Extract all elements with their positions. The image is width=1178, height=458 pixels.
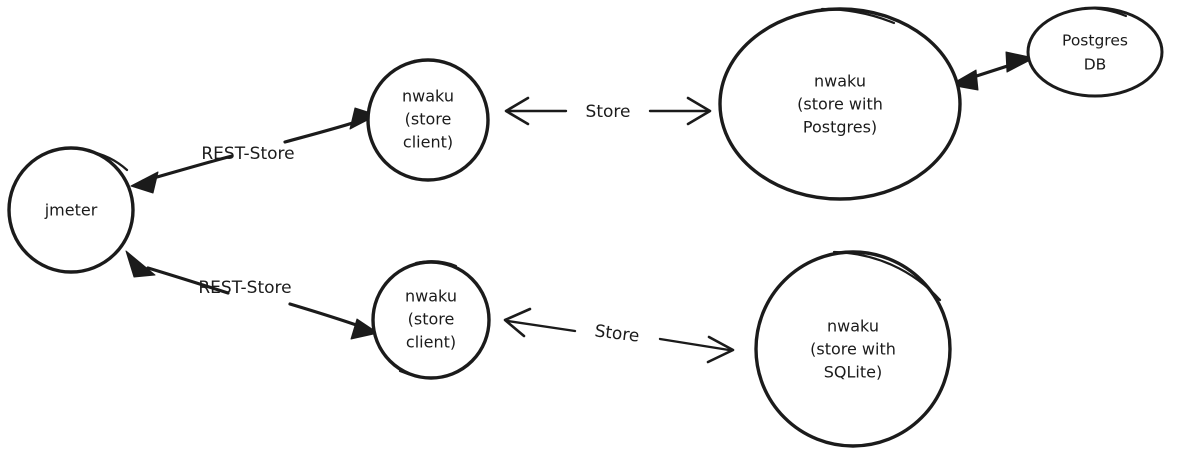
node-nwaku-sqlite-label-line-3: SQLite) bbox=[824, 363, 882, 382]
node-jmeter-sketch-overlap bbox=[86, 149, 129, 172]
edge-rest-store-top-left-arrowhead bbox=[130, 171, 159, 194]
node-nwaku-sqlite[interactable]: nwaku (store with SQLite) bbox=[754, 250, 952, 448]
node-nwaku-sqlite-label-line-2: (store with bbox=[810, 340, 896, 359]
edge-store-top[interactable]: Store bbox=[504, 96, 712, 126]
edge-store-bottom[interactable]: Store bbox=[503, 307, 735, 364]
node-nwaku-sqlite-label-line-1: nwaku bbox=[827, 317, 879, 336]
node-store-client-bottom-sketch-overlap-bottom bbox=[398, 369, 445, 379]
node-nwaku-postgres-label-line-3: Postgres) bbox=[803, 118, 877, 137]
node-store-client-bottom-sketch-overlap-top bbox=[414, 260, 458, 268]
node-store-client-top-label-line-1: nwaku bbox=[402, 87, 454, 106]
edge-rest-store-bottom-right-arrowhead bbox=[350, 318, 379, 340]
edge-store-bottom-left-stroke bbox=[506, 319, 577, 333]
node-nwaku-sqlite-shape bbox=[754, 250, 952, 448]
node-nwaku-postgres[interactable]: nwaku (store with Postgres) bbox=[718, 7, 962, 201]
node-nwaku-postgres-label-line-2: (store with bbox=[797, 95, 883, 114]
edge-rest-store-top[interactable]: REST-Store bbox=[130, 107, 378, 194]
node-nwaku-postgres-sketch-overlap bbox=[820, 7, 896, 25]
edge-rest-store-bottom-right-stroke bbox=[288, 302, 364, 329]
edge-label-store-bottom: Store bbox=[593, 321, 640, 346]
edge-store-top-left-arrowhead bbox=[504, 96, 530, 126]
node-store-client-top-label-line-2: (store bbox=[405, 110, 452, 129]
node-store-client-bottom-label-line-3: client) bbox=[406, 333, 456, 352]
edge-label-rest-store-bottom: REST-Store bbox=[198, 278, 291, 298]
node-nwaku-postgres-label-line-1: nwaku bbox=[814, 72, 866, 91]
node-jmeter[interactable]: jmeter bbox=[7, 146, 135, 274]
node-jmeter-label-line-1: jmeter bbox=[44, 201, 98, 220]
node-nwaku-sqlite-sketch-overlap bbox=[832, 250, 942, 302]
edge-store-bottom-right-stroke bbox=[658, 337, 731, 352]
node-store-client-bottom-label-line-2: (store bbox=[408, 310, 455, 329]
node-postgres-db-label-line-1: Postgres bbox=[1062, 32, 1128, 50]
edge-store-bottom-left-arrowhead bbox=[503, 307, 532, 338]
edge-rest-store-bottom[interactable]: REST-Store bbox=[125, 250, 379, 340]
edge-postgres-link[interactable] bbox=[949, 51, 1035, 91]
edge-rest-store-bottom-left-arrowhead bbox=[125, 250, 156, 278]
edge-store-top-right-arrowhead bbox=[686, 96, 712, 126]
edge-rest-store-bottom-left-stroke bbox=[146, 266, 230, 295]
edge-label-store-top: Store bbox=[586, 102, 631, 122]
edge-store-bottom-right-arrowhead bbox=[706, 335, 735, 364]
node-jmeter-shape bbox=[7, 146, 135, 274]
node-postgres-db[interactable]: Postgres DB bbox=[1026, 6, 1164, 98]
node-store-client-bottom[interactable]: nwaku (store client) bbox=[371, 260, 491, 380]
node-postgres-db-label-line-2: DB bbox=[1084, 56, 1107, 74]
node-store-client-top-sketch-overlap bbox=[412, 58, 453, 66]
edge-label-rest-store-top: REST-Store bbox=[201, 144, 294, 164]
node-postgres-db-shape bbox=[1026, 6, 1164, 98]
node-store-client-top-label-line-3: client) bbox=[403, 133, 453, 152]
node-store-client-bottom-label-line-1: nwaku bbox=[405, 287, 457, 306]
node-store-client-top[interactable]: nwaku (store client) bbox=[366, 58, 490, 182]
node-postgres-db-sketch-overlap bbox=[1083, 6, 1128, 18]
